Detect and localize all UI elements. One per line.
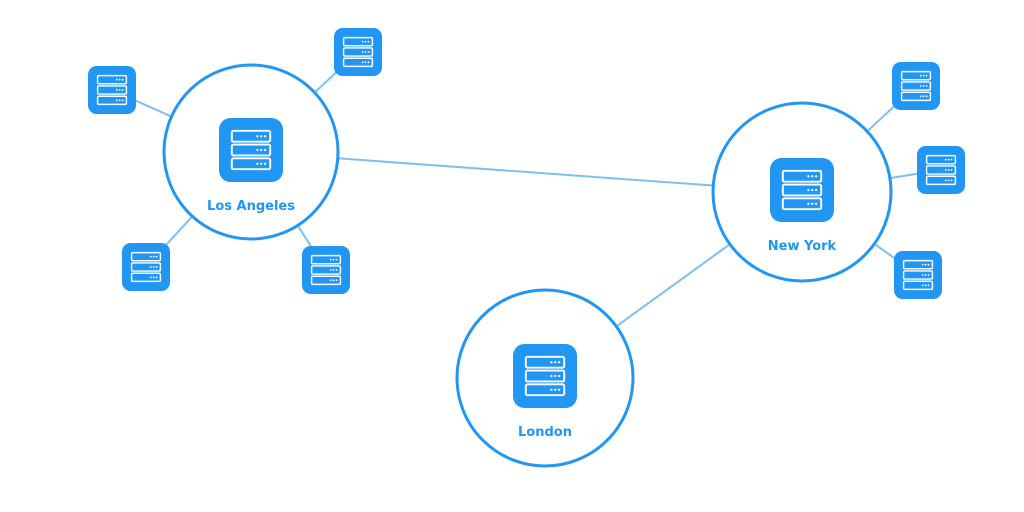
- hub-label: London: [518, 425, 572, 440]
- server-icon: [219, 118, 283, 182]
- server-icon: [894, 251, 942, 299]
- satellites-layer: [88, 28, 965, 299]
- server-icon: [770, 158, 834, 222]
- spoke-la-sat-4: [296, 224, 314, 251]
- link-new-york-london: [615, 243, 731, 328]
- link-los-angeles-new-york: [337, 157, 714, 187]
- hub-label: New York: [768, 239, 837, 254]
- spoke-ny-sat-1: [866, 101, 900, 133]
- hub-new-york: New York: [711, 101, 893, 283]
- server-icon: [302, 246, 350, 294]
- server-icon: [917, 146, 965, 194]
- hub-label: Los Angeles: [207, 199, 295, 214]
- links-layer: [337, 157, 731, 328]
- hub-los-angeles: Los Angeles: [162, 63, 340, 241]
- server-icon: [88, 66, 136, 114]
- spokes-layer: [133, 67, 918, 262]
- spoke-la-sat-1: [133, 98, 172, 118]
- server-icon: [513, 344, 577, 408]
- server-icon: [892, 62, 940, 110]
- spoke-ny-sat-2: [889, 172, 918, 180]
- spoke-la-sat-3: [161, 215, 194, 250]
- hub-london: London: [455, 288, 635, 468]
- server-icon: [334, 28, 382, 76]
- server-icon: [122, 243, 170, 291]
